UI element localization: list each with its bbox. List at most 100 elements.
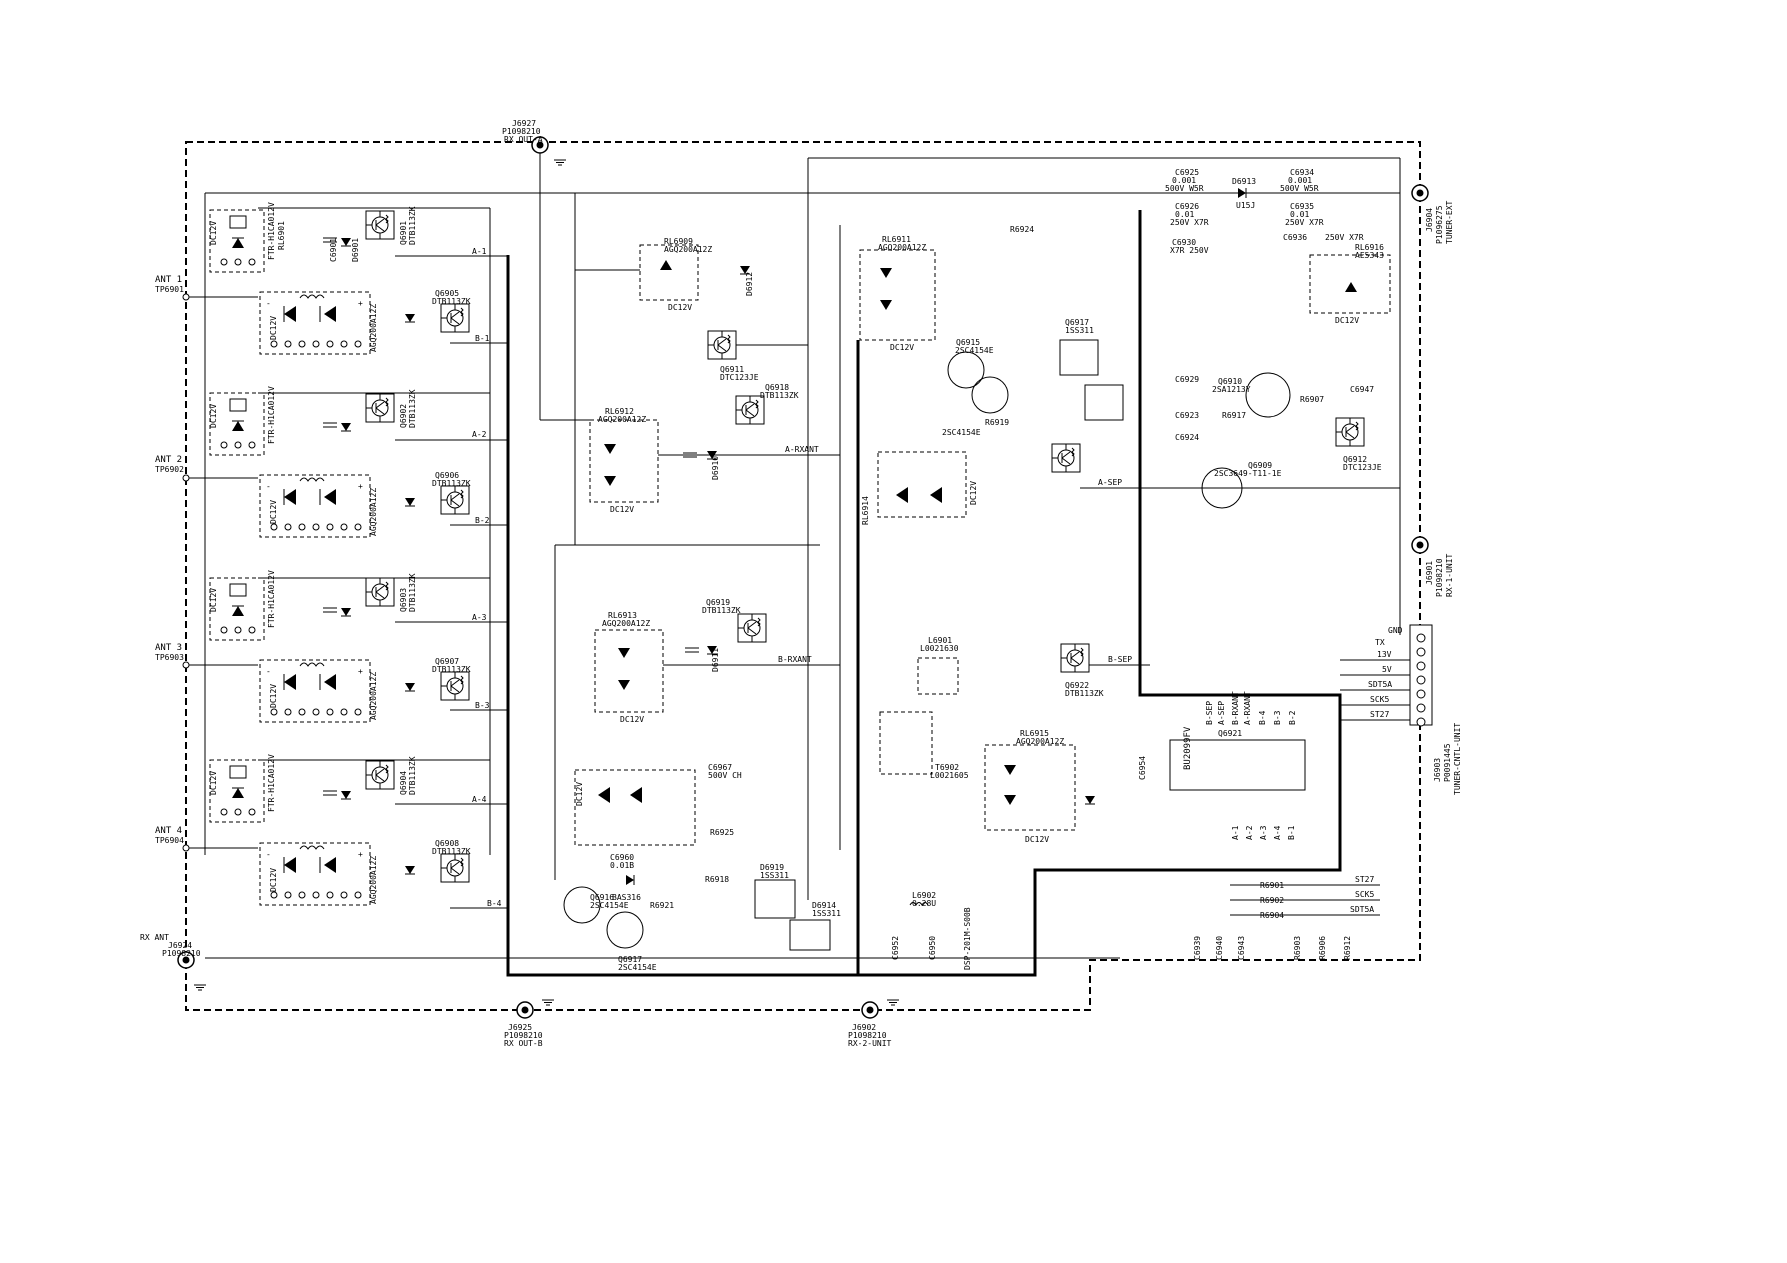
- tp6901-label: TP6901: [155, 285, 184, 294]
- c6924-ref: C6924: [1175, 433, 1199, 442]
- rl6911-volt: DC12V: [890, 343, 914, 352]
- net-labels-right: ST27 SCK5 SDT5A GND TX 13V 5V SDT5A SCK5…: [1350, 626, 1403, 914]
- j6927-name: RX OUT-A: [504, 135, 543, 144]
- j6903-name: TUNER-CNTL-UNIT: [1453, 723, 1462, 795]
- ic-pin-a4: A-4: [1273, 825, 1282, 840]
- connector-j6901[interactable]: J6901 P1098210 RX-1-UNIT: [1411, 536, 1454, 597]
- c6950-ref: C6950: [928, 936, 937, 960]
- j6903-part: P0091445: [1443, 743, 1452, 782]
- q6922-block: Q6922 DTB113ZK B-SEP: [1060, 643, 1150, 698]
- c6940-ref: C6940: [1215, 936, 1224, 960]
- rl6908-volt: DC12V: [269, 868, 278, 892]
- q6918-ref: Q6918: [765, 383, 789, 392]
- d6901-ref: D6901: [351, 238, 360, 262]
- j6902-part: P1098210: [848, 1031, 887, 1040]
- q6907-ref: Q6907: [435, 657, 459, 666]
- q6912-ref: Q6912: [1343, 455, 1367, 464]
- connector-j6904[interactable]: J6904 P1096275 TUNER-EXT: [1411, 184, 1454, 244]
- connector-j6927[interactable]: J6927 P1098210 RX OUT-A: [502, 119, 567, 420]
- j6925-name: RX OUT-B: [504, 1039, 543, 1048]
- rl6908-part: AGQ200A12Z: [369, 856, 378, 904]
- rl6912-volt: DC12V: [610, 505, 634, 514]
- j6901-part: P1098210: [1435, 558, 1444, 597]
- connector-j6902[interactable]: J6902 P1098210 RX-2-UNIT: [848, 999, 900, 1048]
- j6904-ref: J6904: [1425, 208, 1434, 232]
- q6918-part: DTB113ZK: [760, 391, 799, 400]
- ic-ref: Q6921: [1218, 729, 1242, 738]
- c6926-val: 0.01: [1175, 210, 1194, 219]
- q6903-ref: Q6903: [399, 588, 408, 612]
- r6912-ref: R6912: [1343, 936, 1352, 960]
- q6917b-part: 1SS311: [1065, 326, 1094, 335]
- j6903-ref: J6903: [1433, 758, 1442, 782]
- q6914-part: 2SC4154E: [942, 428, 981, 437]
- net-sck5-b: SCK5: [1370, 695, 1389, 704]
- antenna-ant3[interactable]: ANT 3 TP6903: [155, 643, 258, 669]
- rl6915-volt: DC12V: [1025, 835, 1049, 844]
- q6915-ref: Q6915: [956, 338, 980, 347]
- c6934-val: 0.001: [1288, 176, 1312, 185]
- net-bsep: B-SEP: [1108, 655, 1132, 664]
- c6926-ref: C6926: [1175, 202, 1199, 211]
- j6904-name: TUNER-EXT: [1445, 200, 1454, 244]
- q6906-part: DTB113ZK: [432, 479, 471, 488]
- antenna-ant1[interactable]: ANT 1 TP6901: [155, 275, 258, 301]
- rl6909-volt: DC12V: [668, 303, 692, 312]
- net-b3: B-3: [475, 701, 490, 710]
- q6917b-ref: Q6917: [1065, 318, 1089, 327]
- j6927-part: P1098210: [502, 127, 541, 136]
- d6913-ref: D6913: [1232, 177, 1256, 186]
- q6919-ref: Q6919: [706, 598, 730, 607]
- control-lines: [1230, 659, 1410, 916]
- rl6914-ref: RL6914: [861, 496, 870, 525]
- q6910-ref: Q6910: [1218, 377, 1242, 386]
- r6918-ref: R6918: [705, 875, 729, 884]
- antenna-ant2[interactable]: ANT 2 TP6902: [155, 455, 258, 482]
- net-5v: 5V: [1382, 665, 1392, 674]
- c6925-ref: C6925: [1175, 168, 1199, 177]
- q6908-part: DTB113ZK: [432, 847, 471, 856]
- c6967-spec: 500V CH: [708, 771, 742, 780]
- net-b1: B-1: [475, 334, 490, 343]
- tp6904-label: TP6904: [155, 836, 184, 845]
- rl6904-part: FTR-H1CA012V: [267, 754, 276, 812]
- d6919-ref: D6919: [760, 863, 784, 872]
- c6926-spec: 250V X7R: [1170, 218, 1209, 227]
- ant2-label: ANT 2: [155, 455, 182, 465]
- rl6916-volt: DC12V: [1335, 316, 1359, 325]
- net-13v: 13V: [1377, 650, 1392, 659]
- tp6903-label: TP6903: [155, 653, 184, 662]
- j6925-ref: J6925: [508, 1023, 532, 1032]
- rl6907-volt: DC12V: [269, 684, 278, 708]
- d6913-part: U15J: [1236, 201, 1255, 210]
- t6902-ref: T6902: [935, 763, 959, 772]
- net-a3: A-3: [472, 613, 487, 622]
- q6901-part: DTB113ZK: [408, 206, 417, 245]
- rl6901-volt: DC12V: [209, 221, 218, 245]
- rl6909-part: AGQ200A12Z: [664, 245, 712, 254]
- rl6914-volt: DC12V: [969, 481, 978, 505]
- r6917-ref: R6917: [1222, 411, 1246, 420]
- q6917-part: 2SC4154E: [618, 963, 657, 972]
- ic-q6921: BU2099FV Q6921 B-SEP A-SEP B-RXANT A-RXA…: [1138, 691, 1352, 960]
- channel-4: DC12V FTR-H1CA012V Q6904 DTB113ZK A-4 DC…: [209, 754, 508, 909]
- ant4-label: ANT 4: [155, 826, 182, 836]
- d6911-ref: D6911: [711, 648, 720, 672]
- rl6909-ref: RL6909: [664, 237, 693, 246]
- c6936-spec: 250V X7R: [1325, 233, 1364, 242]
- l6902-val: 0.28U: [912, 899, 936, 908]
- net-sdt5a-b: SDT5A: [1368, 680, 1392, 689]
- ic-part: BU2099FV: [1183, 726, 1193, 770]
- net-b4: B-4: [487, 899, 502, 908]
- q6922-ref: Q6922: [1065, 681, 1089, 690]
- connector-j6924[interactable]: RX ANT J6924 P1098210: [140, 933, 207, 991]
- rl6911-ref: RL6911: [882, 235, 911, 244]
- connector-j6925[interactable]: J6925 P1098210 RX OUT-B: [504, 999, 555, 1048]
- antenna-ant4[interactable]: ANT 4 TP6904: [155, 826, 258, 852]
- d6921-part: BAS316: [612, 893, 641, 902]
- connector-j6903[interactable]: J6903 P0091445 TUNER-CNTL-UNIT: [1409, 624, 1462, 795]
- rl6913-ref: RL6913: [608, 611, 637, 620]
- net-brxant: B-RXANT: [778, 655, 812, 664]
- c6952-ref: C6952: [891, 936, 900, 960]
